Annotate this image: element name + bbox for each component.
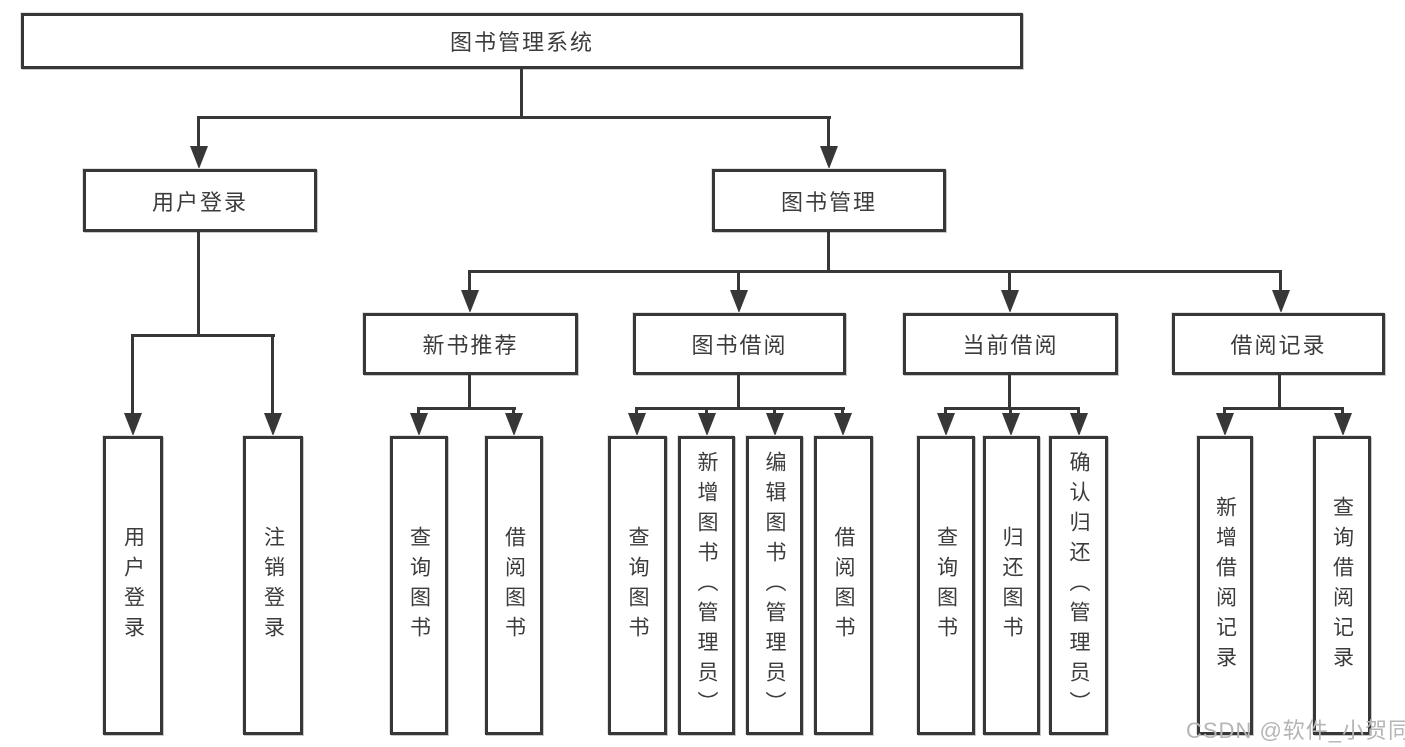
connector-line bbox=[131, 334, 134, 416]
connector-line bbox=[1278, 373, 1281, 410]
arrow-down-icon bbox=[730, 290, 748, 313]
arrow-down-icon bbox=[1001, 290, 1019, 313]
arrow-down-icon bbox=[124, 413, 142, 436]
node-label: 确认归还（管理员） bbox=[1067, 450, 1091, 721]
node-label: 查询借阅记录 bbox=[1330, 495, 1354, 676]
leaf-add-borrow-record: 新增借阅记录 bbox=[1197, 436, 1253, 735]
leaf-borrow-books-1: 借阅图书 bbox=[485, 436, 543, 735]
leaf-user-login: 用户登录 bbox=[103, 436, 163, 735]
node-label: 查询图书 bbox=[626, 525, 650, 646]
node-label: 借阅图书 bbox=[502, 525, 526, 646]
node-label: 用户登录 bbox=[121, 525, 145, 646]
node-label: 新增图书（管理员） bbox=[695, 450, 719, 721]
connector-line bbox=[197, 231, 200, 337]
node-label: 查询图书 bbox=[934, 525, 958, 646]
connector-line bbox=[468, 373, 471, 410]
node-book-management: 图书管理 bbox=[712, 169, 946, 232]
leaf-query-books-2: 查询图书 bbox=[608, 436, 667, 735]
connector-line bbox=[417, 407, 516, 410]
leaf-confirm-return-admin: 确认归还（管理员） bbox=[1049, 436, 1108, 735]
leaf-query-books-3: 查询图书 bbox=[917, 436, 975, 735]
csdn-watermark: CSDN @软件_小贺同学 bbox=[1186, 718, 1405, 743]
connector-line bbox=[1223, 407, 1344, 410]
node-label: 当前借阅 bbox=[962, 333, 1059, 358]
node-label: 查询图书 bbox=[407, 525, 431, 646]
connector-line bbox=[131, 334, 275, 337]
node-label: 新增借阅记录 bbox=[1213, 495, 1237, 676]
connector-line bbox=[773, 407, 776, 417]
arrow-down-icon bbox=[698, 413, 716, 436]
arrow-down-icon bbox=[1334, 413, 1352, 436]
node-label: 图书管理 bbox=[780, 189, 877, 215]
connector-line bbox=[1223, 407, 1226, 417]
arrow-down-icon bbox=[1272, 290, 1290, 313]
node-label: 借阅记录 bbox=[1230, 333, 1327, 358]
leaf-add-books-admin: 新增图书（管理员） bbox=[678, 436, 735, 735]
connector-line bbox=[1279, 270, 1282, 295]
connector-line bbox=[468, 270, 1282, 273]
node-label: 编辑图书（管理员） bbox=[763, 450, 787, 721]
leaf-logout: 注销登录 bbox=[243, 436, 303, 735]
connector-line bbox=[635, 407, 638, 417]
connector-line bbox=[1008, 373, 1011, 410]
connector-line bbox=[827, 232, 830, 273]
arrow-down-icon bbox=[1070, 413, 1088, 436]
connector-line bbox=[705, 407, 708, 417]
node-user-login: 用户登录 bbox=[83, 169, 317, 232]
node-label: 图书管理系统 bbox=[449, 30, 594, 55]
connector-line bbox=[1077, 407, 1080, 417]
connector-line bbox=[520, 68, 523, 119]
leaf-query-books-1: 查询图书 bbox=[390, 436, 448, 735]
connector-line bbox=[827, 116, 830, 149]
arrow-down-icon bbox=[461, 290, 479, 313]
arrow-down-icon bbox=[410, 413, 428, 436]
arrow-down-icon bbox=[834, 413, 852, 436]
connector-line bbox=[944, 407, 1080, 410]
node-new-book-recommendation: 新书推荐 bbox=[363, 313, 578, 375]
connector-line bbox=[1008, 270, 1011, 295]
connector-line bbox=[737, 270, 740, 295]
arrow-down-icon bbox=[820, 146, 838, 169]
connector-line bbox=[197, 116, 831, 119]
connector-line bbox=[197, 116, 200, 149]
arrow-down-icon bbox=[505, 413, 523, 436]
leaf-edit-books-admin: 编辑图书（管理员） bbox=[746, 436, 803, 735]
connector-line bbox=[944, 407, 947, 417]
arrow-down-icon bbox=[1216, 413, 1234, 436]
node-label: 注销登录 bbox=[261, 525, 285, 646]
arrow-down-icon bbox=[190, 146, 208, 169]
leaf-return-books: 归还图书 bbox=[983, 436, 1040, 735]
leaf-query-borrow-record: 查询借阅记录 bbox=[1313, 436, 1371, 735]
arrow-down-icon bbox=[1002, 413, 1020, 436]
node-label: 借阅图书 bbox=[832, 525, 856, 646]
node-library-management-system: 图书管理系统 bbox=[21, 13, 1023, 69]
node-book-borrowing: 图书借阅 bbox=[633, 313, 846, 375]
arrow-down-icon bbox=[628, 413, 646, 436]
connector-line bbox=[512, 407, 515, 417]
arrow-down-icon bbox=[937, 413, 955, 436]
connector-line bbox=[468, 270, 471, 295]
node-label: 新书推荐 bbox=[422, 333, 519, 358]
connector-line bbox=[1009, 407, 1012, 417]
node-current-borrowing: 当前借阅 bbox=[903, 313, 1118, 375]
connector-line bbox=[635, 407, 845, 410]
connector-line bbox=[1341, 407, 1344, 417]
node-borrowing-records: 借阅记录 bbox=[1172, 313, 1385, 375]
connector-line bbox=[737, 373, 740, 410]
node-label: 归还图书 bbox=[1000, 525, 1024, 646]
arrow-down-icon bbox=[264, 413, 282, 436]
leaf-borrow-books-2: 借阅图书 bbox=[814, 436, 873, 735]
connector-line bbox=[271, 334, 274, 416]
node-label: 图书借阅 bbox=[691, 333, 788, 358]
connector-line bbox=[417, 407, 420, 417]
connector-line bbox=[841, 407, 844, 417]
node-label: 用户登录 bbox=[151, 189, 248, 215]
arrow-down-icon bbox=[766, 413, 784, 436]
